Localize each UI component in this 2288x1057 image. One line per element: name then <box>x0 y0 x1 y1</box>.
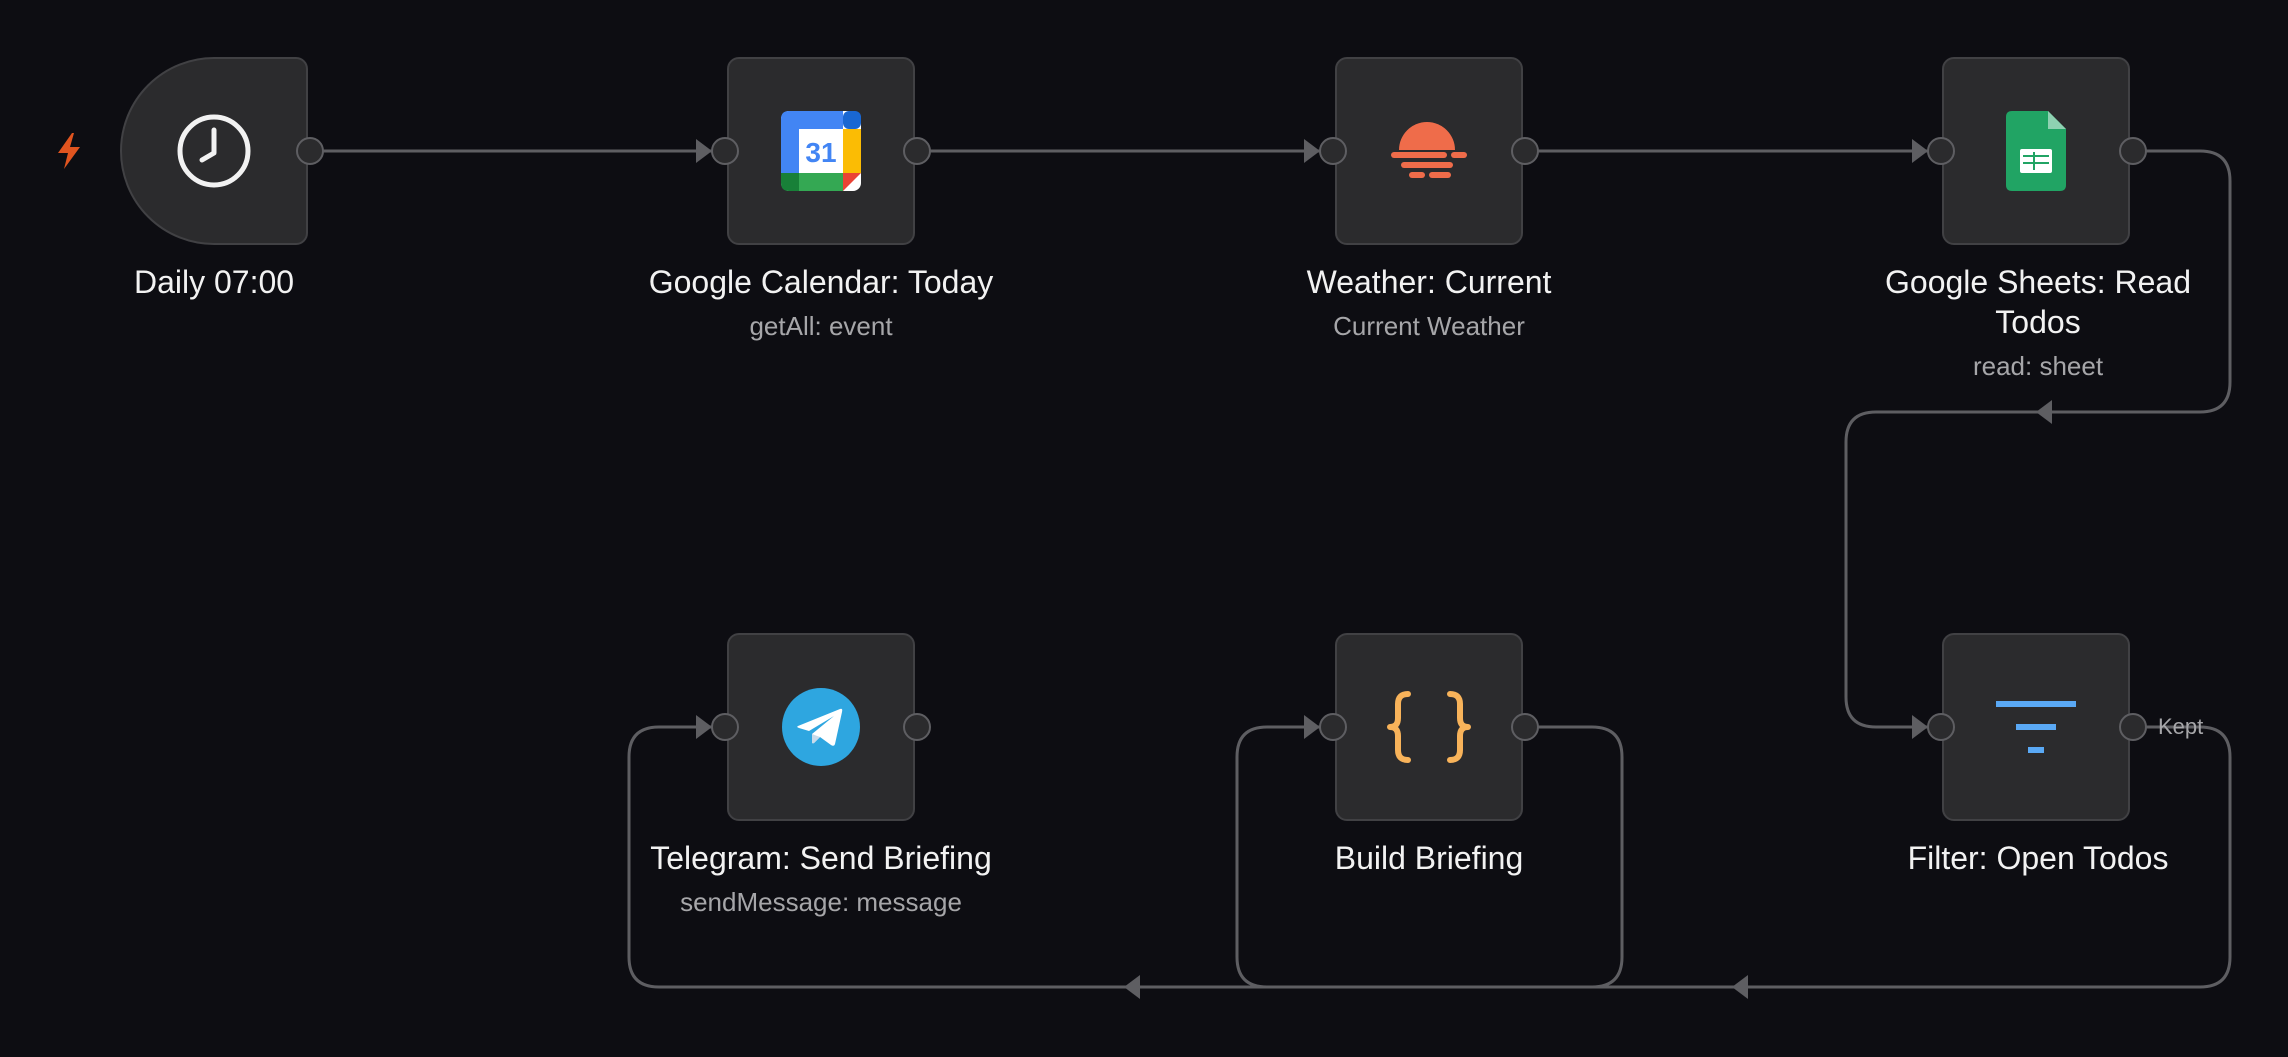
input-port[interactable] <box>711 137 739 165</box>
connection-weather-to-sheets[interactable] <box>1526 139 1928 163</box>
connection-build-to-telegram[interactable] <box>627 715 1624 999</box>
node-title: Weather: Current <box>1306 264 1552 300</box>
node-subtitle: Current Weather <box>1333 311 1525 341</box>
telegram-icon <box>782 688 860 766</box>
output-port[interactable] <box>903 713 931 741</box>
connection-filter-to-build[interactable] <box>1235 715 2232 999</box>
output-port[interactable] <box>1511 713 1539 741</box>
output-label-kept: Kept <box>2158 714 2204 739</box>
output-port-kept[interactable] <box>2119 713 2147 741</box>
node-subtitle: sendMessage: message <box>680 887 962 917</box>
node-weather[interactable] <box>1335 57 1523 245</box>
code-braces-icon <box>1387 691 1471 763</box>
google-sheets-icon <box>2006 111 2066 191</box>
connection-calendar-to-weather[interactable] <box>918 139 1320 163</box>
node-filter[interactable] <box>1942 633 2130 821</box>
node-subtitle: read: sheet <box>1972 351 2104 381</box>
node-title: Filter: Open Todos <box>1907 840 2169 876</box>
node-daily-trigger[interactable] <box>120 57 308 245</box>
output-port[interactable] <box>1511 137 1539 165</box>
calendar-day-text: 31 <box>805 137 836 168</box>
node-title: Google Calendar: Today <box>648 264 994 300</box>
node-telegram[interactable] <box>727 633 915 821</box>
node-title: Daily 07:00 <box>133 264 295 300</box>
connection-sheets-to-filter[interactable] <box>1844 149 2232 739</box>
input-port[interactable] <box>1927 713 1955 741</box>
google-calendar-icon: 31 <box>781 111 861 191</box>
node-google-sheets[interactable] <box>1942 57 2130 245</box>
input-port[interactable] <box>1319 713 1347 741</box>
input-port[interactable] <box>1319 137 1347 165</box>
clock-icon <box>177 114 251 188</box>
node-build-briefing[interactable] <box>1335 633 1523 821</box>
node-title: Telegram: Send Briefing <box>650 840 992 876</box>
output-port[interactable] <box>296 137 324 165</box>
input-port[interactable] <box>1927 137 1955 165</box>
trigger-bolt-icon <box>58 133 80 169</box>
weather-sunrise-icon <box>1391 122 1467 178</box>
filter-icon <box>1996 701 2076 753</box>
input-port[interactable] <box>711 713 739 741</box>
node-subtitle: getAll: event <box>749 311 893 341</box>
connection-daily-to-calendar[interactable] <box>310 139 712 163</box>
node-google-calendar[interactable]: 31 <box>727 57 915 245</box>
node-title: Google Sheets: Read Todos <box>1885 264 2191 340</box>
output-port[interactable] <box>2119 137 2147 165</box>
output-port[interactable] <box>903 137 931 165</box>
node-title: Build Briefing <box>1334 840 1524 876</box>
